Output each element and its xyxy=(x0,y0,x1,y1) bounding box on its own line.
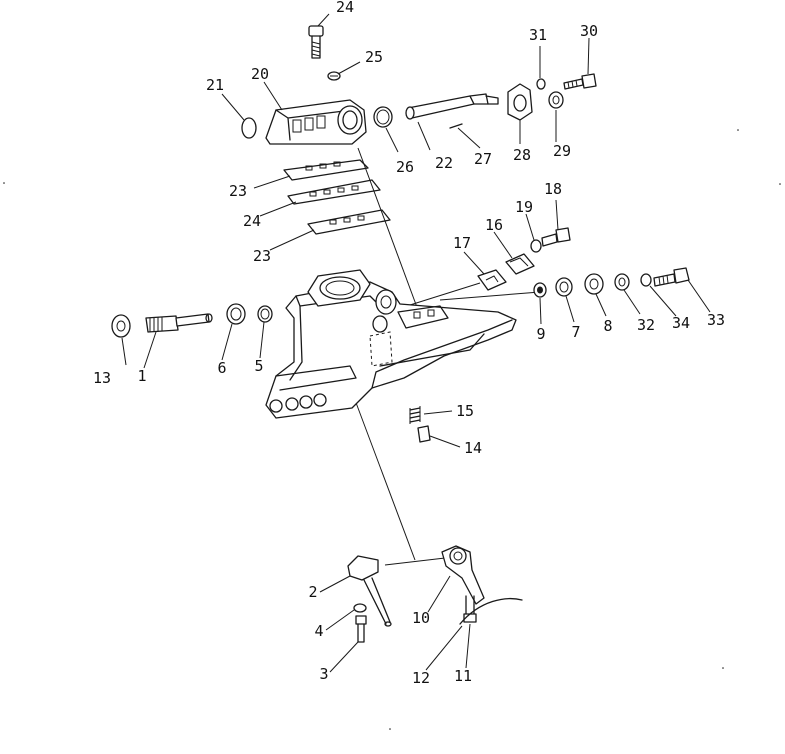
main-housing xyxy=(265,269,517,419)
label-31: 30 xyxy=(580,22,598,40)
label-3: 3 xyxy=(319,665,328,683)
part-32-lock-washer xyxy=(536,78,546,90)
part-34-bolt xyxy=(653,267,690,287)
assembly-lines xyxy=(354,147,541,566)
part-6-seal xyxy=(226,303,246,325)
part-2-lever xyxy=(347,555,392,627)
part-35-lock-washer xyxy=(640,273,652,287)
label-16: 16 xyxy=(485,216,503,234)
part-27-o-ring xyxy=(373,106,393,128)
part-33-washer xyxy=(614,273,630,291)
part-20-cover xyxy=(265,99,367,145)
label-9: 9 xyxy=(536,325,545,343)
label-30: 29 xyxy=(553,142,571,160)
part-14-screw xyxy=(417,425,431,443)
part-17-plate xyxy=(477,269,507,291)
label-2: 2 xyxy=(308,583,317,601)
part-22-shaft xyxy=(405,93,499,120)
part-1-shaft xyxy=(145,313,213,333)
part-16-block xyxy=(505,253,535,275)
label-1: 1 xyxy=(137,367,146,385)
label-14: 14 xyxy=(464,439,482,457)
label-20: 20 xyxy=(251,65,269,83)
label-29: 28 xyxy=(513,146,531,164)
part-5-bearing xyxy=(257,305,273,323)
part-labels: 24 25 21 20 26 22 27 28 29 31 30 23 24 2… xyxy=(93,0,725,687)
label-23-bottom: 23 xyxy=(253,247,271,265)
label-24: 24 xyxy=(243,212,261,230)
label-10: 10 xyxy=(412,609,430,627)
part-15-spring xyxy=(409,406,421,424)
part-26-lock-washer xyxy=(327,71,341,81)
part-28-pin xyxy=(449,123,463,129)
label-17: 17 xyxy=(453,234,471,252)
part-10-lever xyxy=(441,545,485,605)
label-7: 7 xyxy=(571,323,580,341)
part-30-washer xyxy=(548,91,564,109)
part-4-washer xyxy=(353,603,367,613)
label-13: 13 xyxy=(93,369,111,387)
part-23-gasket-bottom xyxy=(307,209,391,235)
label-23-top: 23 xyxy=(229,182,247,200)
part-12-arc xyxy=(459,598,523,625)
part-8-washer xyxy=(584,273,604,295)
part-19-washer xyxy=(530,239,542,253)
part-24-gasket xyxy=(287,179,381,205)
label-18: 18 xyxy=(544,180,562,198)
part-13-washer xyxy=(111,314,131,338)
label-34: 33 xyxy=(707,311,725,329)
label-28: 27 xyxy=(474,150,492,168)
part-29-flange xyxy=(507,83,533,121)
part-3-bolt xyxy=(355,615,367,643)
part-18-bolt xyxy=(541,227,571,247)
label-32: 31 xyxy=(529,26,547,44)
label-26: 25 xyxy=(365,48,383,66)
label-15: 15 xyxy=(456,402,474,420)
part-25-bolt xyxy=(308,25,324,59)
label-8: 8 xyxy=(603,317,612,335)
label-22: 22 xyxy=(435,154,453,172)
label-35: 34 xyxy=(672,314,690,332)
label-27: 26 xyxy=(396,158,414,176)
part-23-gasket-top xyxy=(283,159,369,181)
label-33: 32 xyxy=(637,316,655,334)
part-9-bearing xyxy=(533,282,547,298)
label-12: 12 xyxy=(412,669,430,687)
label-25: 24 xyxy=(336,0,354,16)
label-6: 6 xyxy=(217,359,226,377)
label-19: 19 xyxy=(515,198,533,216)
label-leaders xyxy=(121,13,711,673)
part-31-bolt xyxy=(563,73,597,90)
part-7-seal xyxy=(555,277,573,297)
part-21-o-ring xyxy=(241,117,257,139)
label-5: 5 xyxy=(254,357,263,375)
label-11: 11 xyxy=(454,667,472,685)
label-4: 4 xyxy=(314,622,323,640)
label-21: 21 xyxy=(206,76,224,94)
